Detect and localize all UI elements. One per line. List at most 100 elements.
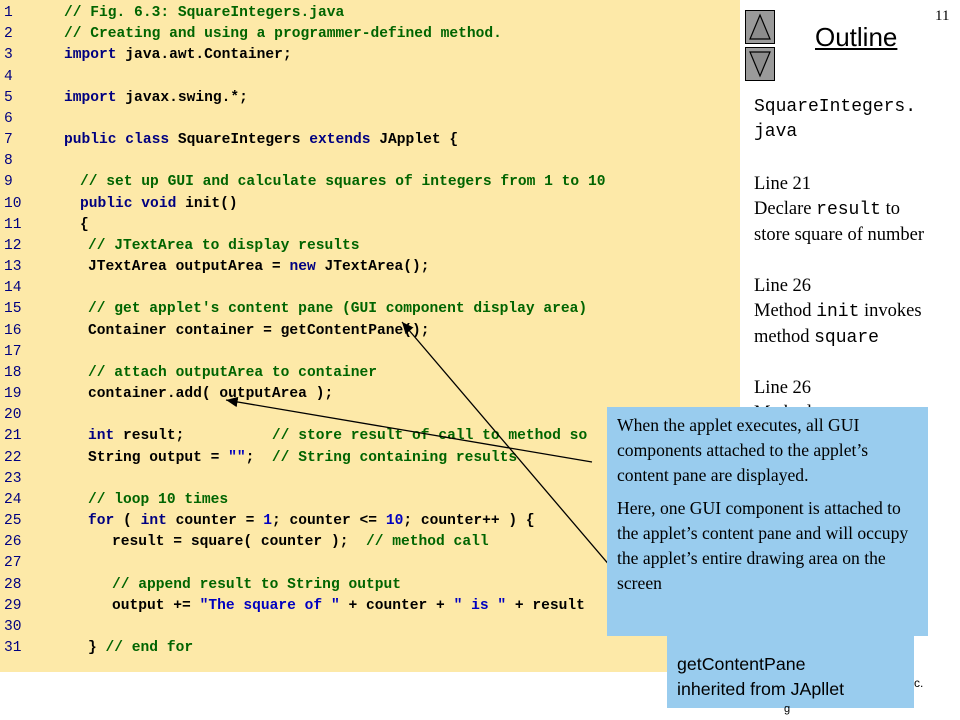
code-token: // String containing results — [271, 449, 518, 466]
copyright-fragment: c. — [914, 676, 924, 690]
code-token: Container container = getContentPane(); — [88, 322, 430, 339]
line-number: 10 — [4, 195, 22, 212]
line-number: 13 — [4, 259, 22, 276]
sidebar-filename: SquareIntegers. java — [754, 95, 916, 145]
footer-fragment: g — [784, 703, 791, 715]
line-code: int result; // store result of call to m… — [88, 426, 587, 447]
code-token: extends — [309, 132, 371, 149]
code-token: public void — [80, 195, 177, 212]
code-token: container.add( outputArea ); — [88, 386, 334, 403]
code-token: counter = — [166, 513, 264, 530]
note-heading: Line 21 — [754, 174, 812, 194]
code-token: ( — [114, 513, 141, 530]
line-code: import javax.swing.*; — [64, 88, 248, 109]
callout-getcontentpane: getContentPane inherited from JApllet — [667, 636, 914, 708]
line-code: // append result to String output — [112, 575, 401, 596]
note-text: Declare result to — [754, 199, 900, 220]
code-token: int — [88, 428, 115, 445]
line-number: 28 — [4, 576, 22, 593]
code-token: JTextArea(); — [315, 259, 430, 276]
code-token: import — [64, 89, 117, 106]
line-code: JTextArea outputArea = new JTextArea(); — [88, 257, 430, 278]
code-token: "The square of " — [199, 597, 340, 614]
line-number: 6 — [4, 110, 13, 127]
outline-link[interactable]: Outline — [815, 22, 898, 52]
code-token: // get applet's content pane (GUI compon… — [88, 301, 588, 318]
line-code: container.add( outputArea ); — [88, 384, 333, 405]
code-token: int — [140, 513, 167, 530]
code-token: // Creating and using a programmer-defin… — [64, 26, 502, 43]
code-token: String output = — [88, 449, 229, 466]
line-number: 21 — [4, 428, 22, 445]
code-token: // loop 10 times — [88, 491, 229, 508]
line-code: Container container = getContentPane(); — [88, 321, 430, 342]
line-number: 24 — [4, 491, 22, 508]
line-code: import java.awt.Container; — [64, 45, 292, 66]
arrow-to-line-19 — [225, 396, 593, 463]
note-heading: Line 26 — [754, 378, 812, 398]
line-number: 30 — [4, 618, 22, 635]
callout-line-2: inherited from JApllet — [677, 679, 845, 699]
line-code: // JTextArea to display results — [88, 236, 360, 257]
line-number: 19 — [4, 386, 22, 403]
code-token: // JTextArea to display results — [88, 237, 360, 254]
line-code: // Creating and using a programmer-defin… — [64, 24, 502, 45]
line-code: for ( int counter = 1; counter <= 10; co… — [88, 511, 535, 532]
code-token: // method call — [365, 534, 489, 551]
note-text-cont: method square — [754, 327, 879, 348]
filename-line-1: SquareIntegers. — [754, 97, 917, 117]
callout-line-1: getContentPane — [677, 654, 806, 674]
code-token: JTextArea outputArea = — [88, 259, 290, 276]
line-code: output += "The square of " + counter + "… — [112, 596, 585, 617]
line-number: 15 — [4, 301, 22, 318]
code-token: // append result to String output — [112, 576, 402, 593]
code-token: + counter + — [339, 597, 454, 614]
triangle-up-icon — [749, 13, 771, 40]
code-token: result = square( counter ); — [112, 534, 366, 551]
code-token: for — [88, 513, 115, 530]
line-number: 25 — [4, 513, 22, 530]
line-code: // attach outputArea to container — [88, 363, 377, 384]
filename-line-2: java — [754, 122, 798, 142]
code-token: // Fig. 6.3: SquareIntegers.java — [64, 5, 345, 21]
code-token: // end for — [105, 640, 194, 657]
line-number: 2 — [4, 26, 13, 43]
line-number: 27 — [4, 555, 22, 572]
line-number: 29 — [4, 597, 22, 614]
callout-content-pane: When the applet executes, all GUI compon… — [607, 407, 928, 636]
code-token: { — [80, 216, 89, 233]
line-number: 22 — [4, 449, 22, 466]
note-text-cont: store square of number — [754, 225, 925, 245]
line-number: 26 — [4, 534, 22, 551]
code-token: + result — [506, 597, 585, 614]
code-token: new — [289, 259, 316, 276]
code-listing-panel: 1 // Fig. 6.3: SquareIntegers.java 2 // Cre… — [0, 0, 740, 672]
line-code: public void init() — [80, 194, 238, 215]
line-number: 23 — [4, 470, 22, 487]
code-token: ; — [245, 449, 272, 466]
callout-paragraph-2: Here, one GUI component is attached to t… — [617, 498, 909, 593]
line-code: public class SquareIntegers extends JApp… — [64, 130, 458, 151]
callout-paragraph-1: When the applet executes, all GUI compon… — [617, 415, 869, 485]
previous-slide-button[interactable] — [745, 10, 775, 44]
code-token: " is " — [453, 597, 507, 614]
code-token: "" — [228, 449, 246, 466]
code-token: ; counter++ ) { — [403, 513, 535, 530]
line-number: 11 — [4, 216, 22, 233]
line-code: { — [80, 215, 89, 236]
code-token: init() — [176, 195, 238, 212]
code-token: public class — [64, 132, 170, 149]
line-code: } // end for — [88, 638, 193, 659]
code-token: // attach outputArea to container — [88, 364, 378, 381]
note-heading: Line 26 — [754, 276, 812, 296]
sidebar-note-line26: Line 26 Method init invokes method squar… — [754, 274, 922, 351]
code-token: 1 — [263, 513, 272, 530]
sidebar-note-line21: Line 21 Declare result to store square o… — [754, 172, 924, 248]
line-number: 8 — [4, 153, 13, 170]
code-token: // set up GUI and calculate squares of i… — [80, 174, 606, 191]
line-code: String output = ""; // String containing… — [88, 448, 517, 469]
next-slide-button[interactable] — [745, 47, 775, 81]
line-number: 31 — [4, 640, 22, 657]
line-number: 18 — [4, 364, 22, 381]
line-code: // loop 10 times — [88, 490, 228, 511]
